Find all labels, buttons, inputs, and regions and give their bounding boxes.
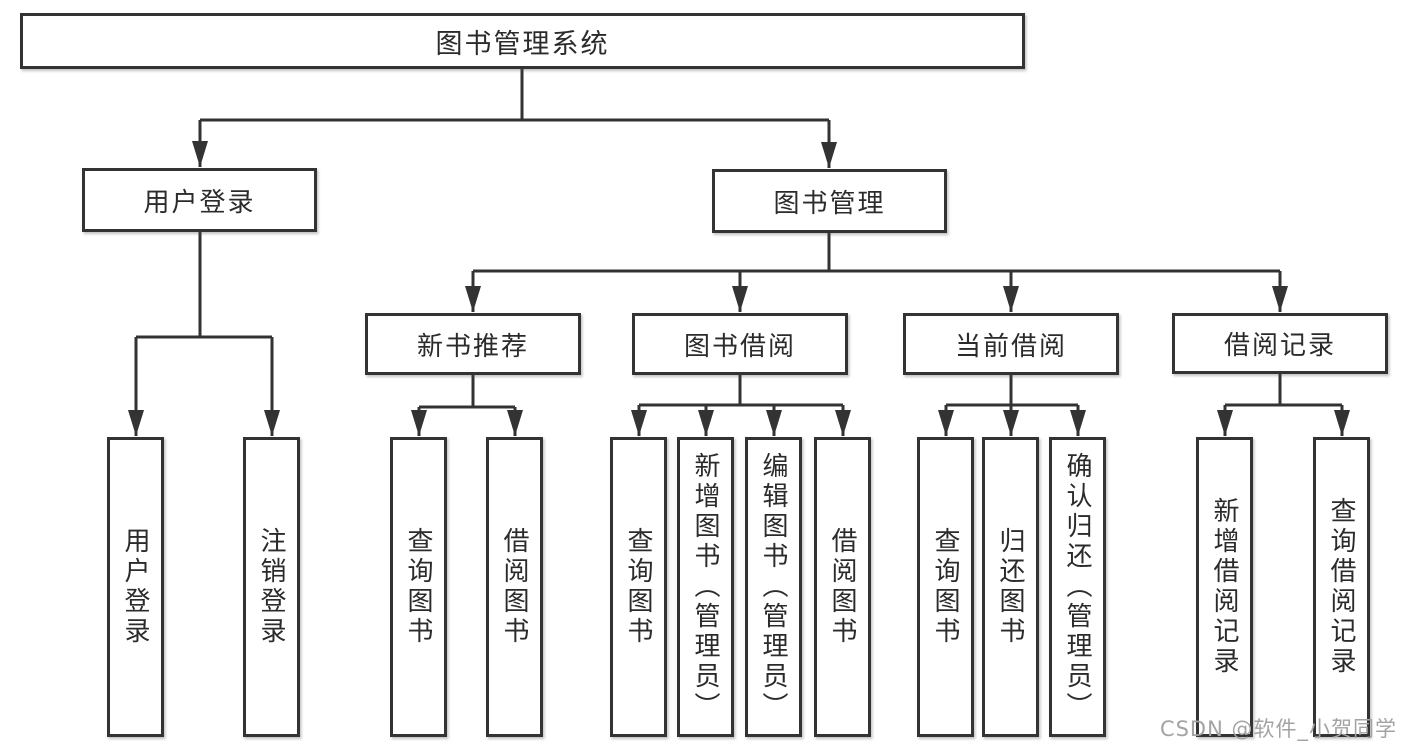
connector-user-login-children: [128, 232, 280, 436]
node-borrow-books-borrowing: 借阅图书: [814, 437, 871, 737]
csdn-watermark: CSDN @软件_小贺同学: [1159, 717, 1397, 741]
node-return-books: 归还图书: [982, 437, 1039, 737]
node-label: 借阅图书: [499, 527, 529, 647]
connector-book-borrowing-children: [631, 375, 851, 436]
node-label: 注销登录: [256, 527, 286, 647]
node-label: 编辑图书（管理员）: [758, 452, 788, 722]
node-label: 查询借阅记录: [1326, 497, 1356, 677]
node-user-login-group: 用户登录: [82, 168, 317, 232]
node-label: 借阅图书: [827, 527, 857, 647]
node-query-books-borrowing: 查询图书: [610, 437, 667, 737]
connector-borrowing-records-children: [1217, 374, 1350, 436]
node-confirm-return-admin: 确认归还（管理员）: [1049, 437, 1106, 737]
node-label: 图书管理系统: [435, 28, 610, 60]
node-query-books-recommend: 查询图书: [390, 437, 447, 737]
node-library-management-system: 图书管理系统: [20, 13, 1025, 69]
node-label: 确认归还（管理员）: [1062, 452, 1092, 722]
node-label: 查询图书: [403, 527, 433, 647]
node-label: 归还图书: [995, 527, 1025, 647]
node-book-management: 图书管理: [712, 169, 947, 233]
node-label: 新增借阅记录: [1209, 497, 1239, 677]
node-borrow-books-recommend: 借阅图书: [486, 437, 543, 737]
node-user-login: 用户登录: [107, 437, 164, 737]
node-label: 当前借阅: [954, 331, 1067, 362]
node-query-books-current: 查询图书: [917, 437, 974, 737]
node-label: 查询图书: [930, 527, 960, 647]
node-label: 借阅记录: [1223, 331, 1336, 361]
connector-new-book-recommend-children: [411, 375, 523, 436]
node-label: 图书借阅: [683, 331, 796, 362]
node-label: 图书管理: [773, 188, 886, 219]
node-label: 用户登录: [120, 527, 150, 647]
node-edit-books-admin: 编辑图书（管理员）: [745, 437, 802, 737]
connector-root-to-level2: [192, 69, 837, 168]
node-label: 新增图书（管理员）: [690, 452, 720, 722]
node-query-borrow-record: 查询借阅记录: [1313, 437, 1370, 737]
connector-current-borrowing-children: [938, 375, 1086, 436]
node-add-books-admin: 新增图书（管理员）: [677, 437, 734, 737]
node-logout: 注销登录: [243, 437, 300, 737]
node-current-borrowing: 当前借阅: [903, 313, 1119, 375]
node-label: 查询图书: [623, 527, 653, 647]
node-label: 新书推荐: [416, 331, 529, 362]
node-add-borrow-record: 新增借阅记录: [1196, 437, 1253, 737]
node-borrowing-records: 借阅记录: [1172, 313, 1388, 374]
node-new-book-recommend: 新书推荐: [365, 313, 581, 375]
node-label: 用户登录: [143, 187, 256, 218]
connector-book-management-children: [465, 233, 1288, 312]
node-book-borrowing: 图书借阅: [632, 313, 848, 375]
